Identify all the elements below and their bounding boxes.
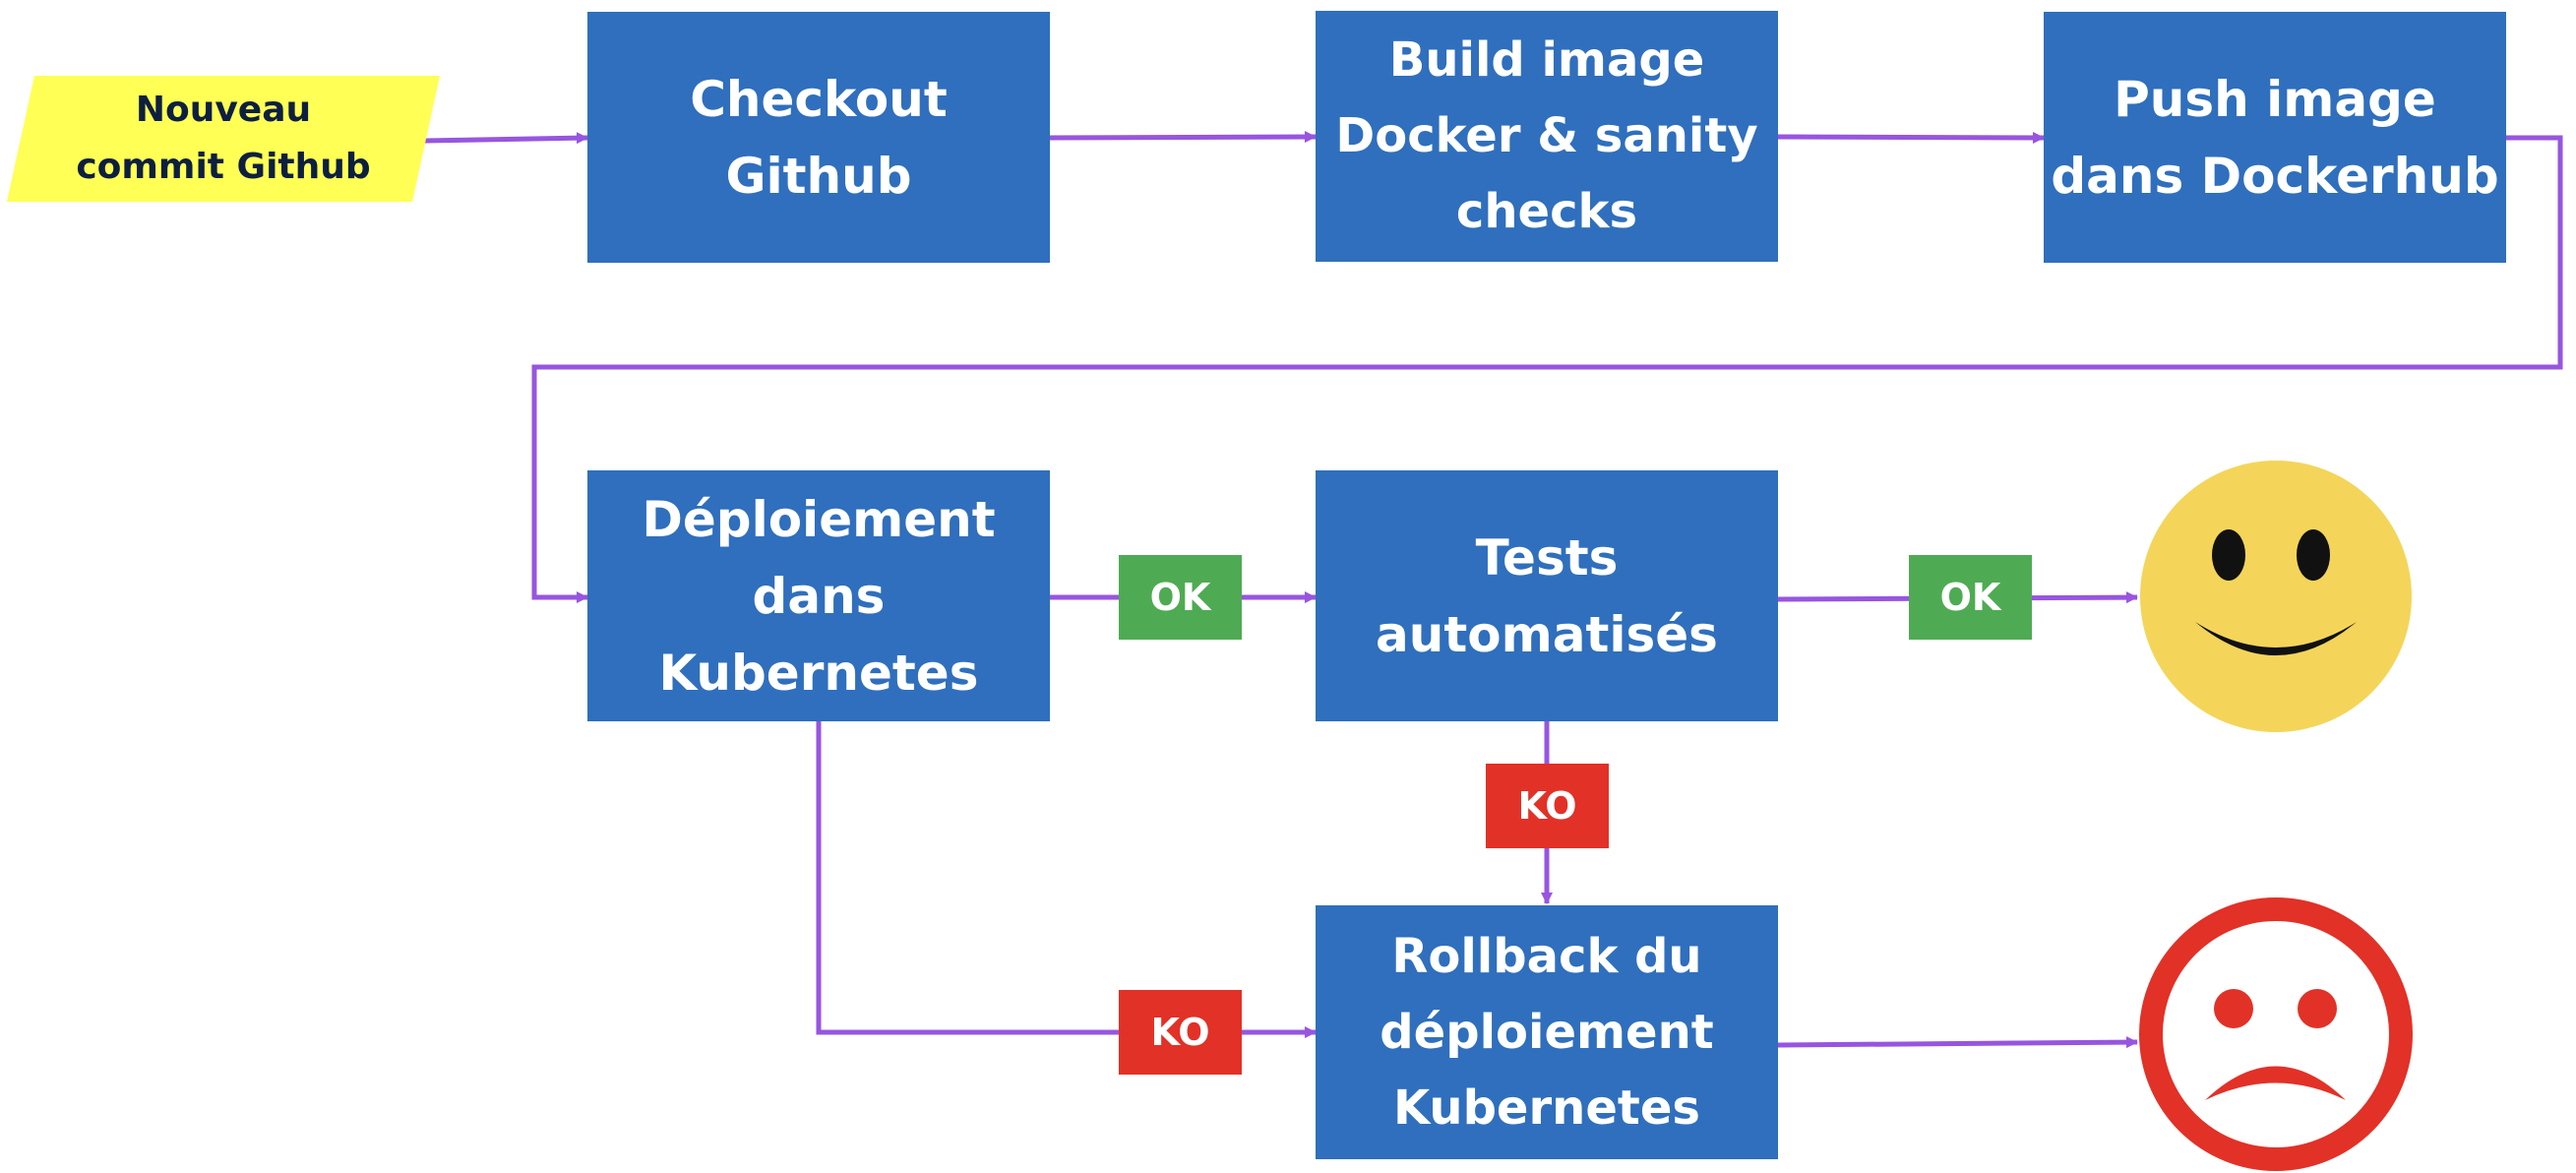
- step-build-docker-image: Build image Docker & sanity checks: [1316, 11, 1778, 262]
- arrow-checkout-to-build: [1049, 131, 1317, 144]
- arrow-rollback-to-failure: [1777, 1036, 2138, 1049]
- arrow-deploy-to-rollback: [816, 721, 1317, 1038]
- step-rollback-deployment: Rollback du déploiement Kubernetes: [1316, 905, 1778, 1159]
- deploy-ko-badge: KO: [1119, 990, 1242, 1075]
- step-automated-tests: Tests automatisés: [1316, 470, 1778, 721]
- step-checkout-github: Checkout Github: [587, 12, 1050, 263]
- tests-ok-badge: OK: [1909, 555, 2032, 640]
- arrow-build-to-push: [1777, 131, 2045, 144]
- arrow-start-to-checkout: [424, 132, 588, 145]
- arrow-push-to-deploy: [531, 135, 2563, 603]
- sad-face-icon: [2139, 897, 2413, 1171]
- happy-face-icon: [2140, 461, 2412, 732]
- step-deploy-kubernetes: Déploiement dans Kubernetes: [587, 470, 1050, 721]
- tests-ko-badge: KO: [1486, 764, 1609, 848]
- step-push-dockerhub: Push image dans Dockerhub: [2044, 12, 2506, 263]
- start-node-new-commit: Nouveau commit Github: [7, 76, 440, 202]
- deploy-ok-badge: OK: [1119, 555, 1242, 640]
